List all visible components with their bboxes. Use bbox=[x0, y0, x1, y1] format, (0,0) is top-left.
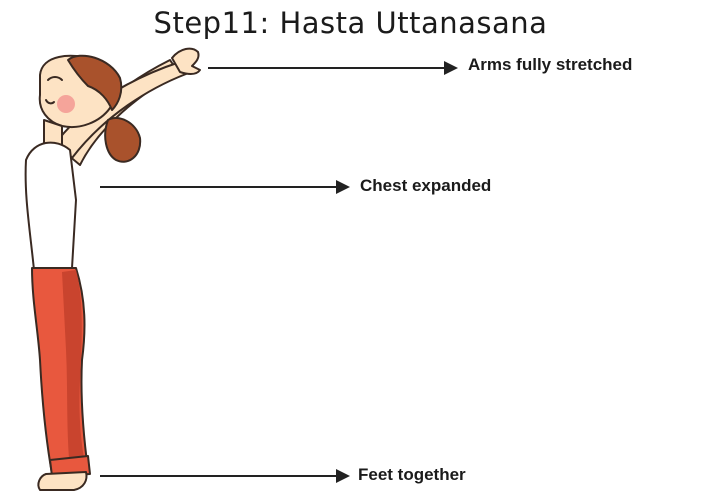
label-feet: Feet together bbox=[358, 465, 466, 484]
eye bbox=[47, 76, 63, 81]
arrow-feet bbox=[100, 469, 350, 483]
pants-cuff bbox=[49, 455, 91, 477]
mouth bbox=[45, 99, 55, 105]
hair-bun bbox=[104, 117, 142, 163]
hair bbox=[67, 54, 123, 111]
pants-shadow bbox=[62, 270, 86, 470]
tank-top bbox=[24, 141, 77, 271]
label-chest: Chest expanded bbox=[360, 176, 492, 195]
page-title: Step11: Hasta Uttanasana bbox=[153, 6, 548, 40]
feet bbox=[37, 471, 88, 491]
arrow-chest bbox=[100, 180, 350, 194]
cheek bbox=[57, 95, 75, 113]
hand bbox=[171, 47, 201, 75]
arrow-arms bbox=[208, 61, 458, 75]
label-arms: Arms fully stretched bbox=[468, 55, 633, 74]
